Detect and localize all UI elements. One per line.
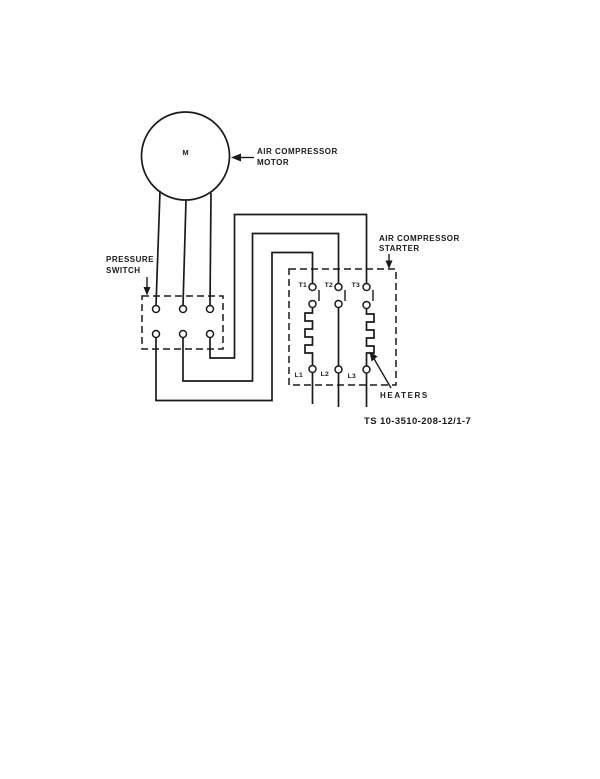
wire-ps2-to-t2 — [182, 232, 340, 382]
terminal-label-t2: T2 — [325, 282, 333, 289]
starter-callout-arrow-icon — [385, 260, 393, 269]
motor-group: M AIR COMPRESSOR MOTOR — [140, 111, 338, 306]
pressure-switch-label-line1: PRESSURE — [106, 255, 154, 264]
pressure-switch-label-line2: SWITCH — [106, 266, 141, 275]
starter-label-line1: AIR COMPRESSOR — [379, 234, 460, 243]
pressure-switch-callout-arrow-icon — [143, 287, 151, 296]
starter-terminal-l2 — [334, 365, 343, 374]
figure-number: TS 10-3510-208-12/1-7 — [364, 416, 471, 427]
motor-callout-arrow-icon — [231, 153, 241, 162]
terminal-label-t3: T3 — [352, 282, 360, 289]
heater-element-3 — [365, 308, 375, 366]
contact-terminal-1 — [308, 299, 317, 309]
ps-terminal-top-2 — [178, 304, 188, 314]
terminal-label-l3: L3 — [348, 373, 356, 380]
heaters-label: HEATERS — [380, 391, 429, 400]
starter-label-line2: STARTER — [379, 244, 420, 253]
heater-element-1 — [304, 307, 314, 366]
heaters-callout-arrow-icon — [369, 351, 378, 362]
starter-group: AIR COMPRESSOR STARTER T1 T2 T3 — [288, 234, 460, 407]
ps-terminal-bottom-1 — [151, 329, 161, 339]
ps-terminal-top-3 — [205, 304, 215, 314]
wire-ps1-to-t1 — [155, 251, 314, 402]
starter-box — [288, 268, 397, 386]
heaters-callout-line — [372, 356, 392, 389]
terminal-label-l2: L2 — [321, 371, 329, 378]
starter-terminal-l3 — [362, 365, 371, 374]
contact-terminal-2 — [334, 299, 343, 309]
pressure-switch-group: PRESSURE SWITCH — [106, 255, 224, 350]
terminal-label-t1: T1 — [299, 282, 307, 289]
starter-terminal-l1 — [308, 364, 317, 374]
starter-terminal-t3 — [362, 282, 371, 292]
wire-ps3-to-t3 — [209, 213, 368, 359]
starter-terminal-t2 — [334, 282, 343, 292]
ps-terminal-bottom-2 — [178, 329, 188, 339]
ps-terminal-top-1 — [151, 304, 161, 314]
motor-lead-3 — [209, 192, 212, 306]
motor-label-line1: AIR COMPRESSOR — [257, 147, 338, 156]
interconnect-wires-group — [155, 213, 368, 402]
ps-terminal-bottom-3 — [205, 329, 215, 339]
starter-terminal-t1 — [308, 282, 317, 292]
motor-lead-1 — [155, 190, 161, 306]
motor-label-line2: MOTOR — [257, 158, 289, 167]
contact-terminal-3 — [362, 300, 371, 310]
motor-symbol: M — [182, 148, 188, 157]
motor-lead-2 — [182, 199, 187, 306]
terminal-label-l1: L1 — [295, 372, 303, 379]
